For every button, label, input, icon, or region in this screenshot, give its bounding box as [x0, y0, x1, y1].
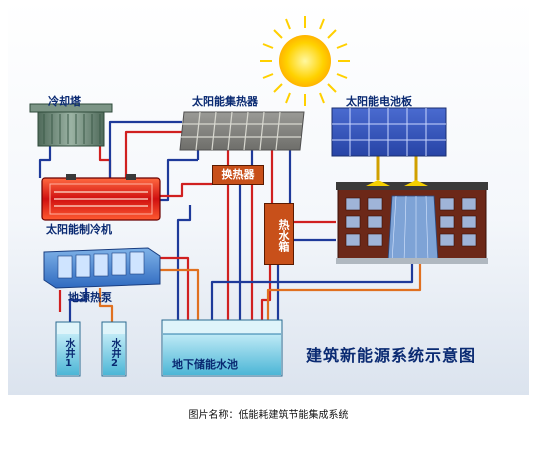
hot-water-tank-box: 热水箱	[264, 203, 294, 265]
ground-source-heat-pump-unit	[43, 247, 161, 289]
well-1-shape	[55, 321, 81, 377]
heat-exchanger-box: 换热器	[212, 165, 264, 185]
solar-collector-label: 太阳能集热器	[192, 95, 258, 108]
solar-collector-panel	[179, 111, 305, 151]
solar-chiller-unit	[41, 174, 161, 221]
sun-icon	[260, 16, 350, 106]
cooling-tower-label: 冷却塔	[48, 95, 81, 108]
ground-source-heat-pump-label: 地源热泵	[68, 291, 112, 304]
cooling-tower-unit	[29, 103, 113, 147]
well-2-shape	[101, 321, 127, 377]
image-caption: 图片名称：低能耗建筑节能集成系统	[188, 410, 349, 421]
well-2-label: 水井2	[109, 338, 120, 369]
pv-panel-label: 太阳能电池板	[346, 95, 412, 108]
pv-panel	[331, 107, 447, 157]
well-1-label: 水井1	[63, 338, 74, 369]
solar-chiller-label: 太阳能制冷机	[46, 223, 112, 236]
storage-pool-label: 地下储能水池	[172, 358, 238, 371]
building-illustration	[336, 180, 488, 264]
diagram-title: 建筑新能源系统示意图	[306, 346, 477, 365]
storage-pool-shape	[161, 319, 283, 377]
